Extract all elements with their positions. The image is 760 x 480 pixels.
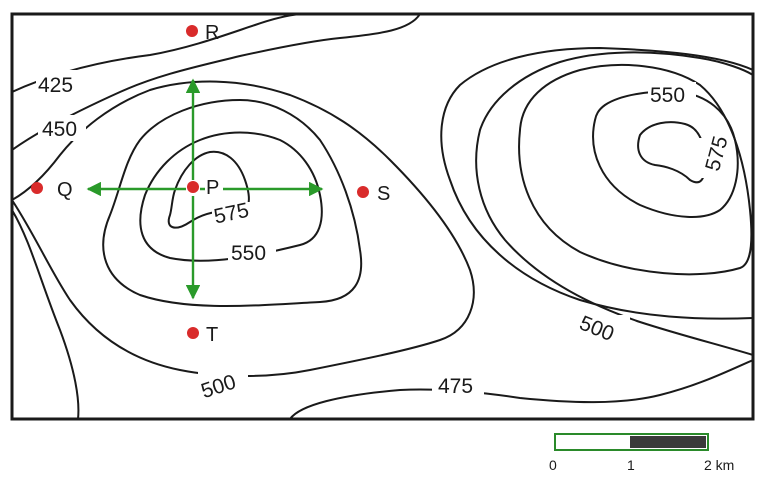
map-points: R Q P S T [31,22,390,346]
point-t-label: T [206,324,218,346]
contour-525-right [518,64,753,276]
point-q-marker [31,182,43,194]
point-s-label: S [377,183,390,205]
label-450: 450 [42,118,77,141]
scale-tick-0: 0 [549,457,557,473]
point-p-marker [187,181,199,193]
map-frame [10,12,755,421]
contour-500 [12,80,475,377]
point-r: R [186,22,219,44]
scale-bar: 0 1 2 km [549,433,734,473]
scale-bar-filled-segment [630,436,706,448]
point-s-marker [357,186,369,198]
point-s: S [357,183,390,205]
contour-525 [102,99,363,307]
contour-575-right [637,121,706,184]
label-550-left: 550 [231,242,266,265]
point-p-label: P [206,177,219,199]
scale-tick-1: 1 [627,457,635,473]
scale-tick-2: 2 km [704,457,734,473]
contour-labels: 425 450 475 500 500 550 575 550 575 [36,70,733,403]
contour-550-right [592,90,739,218]
contour-500-right [475,51,753,356]
contour-450 [12,14,421,151]
contour-475 [12,47,753,419]
label-425: 425 [38,74,73,97]
point-t: T [187,324,218,346]
point-q-label: Q [57,179,73,201]
label-475: 475 [438,375,473,398]
point-t-marker [187,327,199,339]
label-550-right: 550 [650,84,685,107]
point-r-label: R [205,22,219,44]
point-p: P [187,176,223,199]
point-q: Q [31,179,73,201]
contour-lines [12,14,753,419]
point-r-marker [186,25,198,37]
